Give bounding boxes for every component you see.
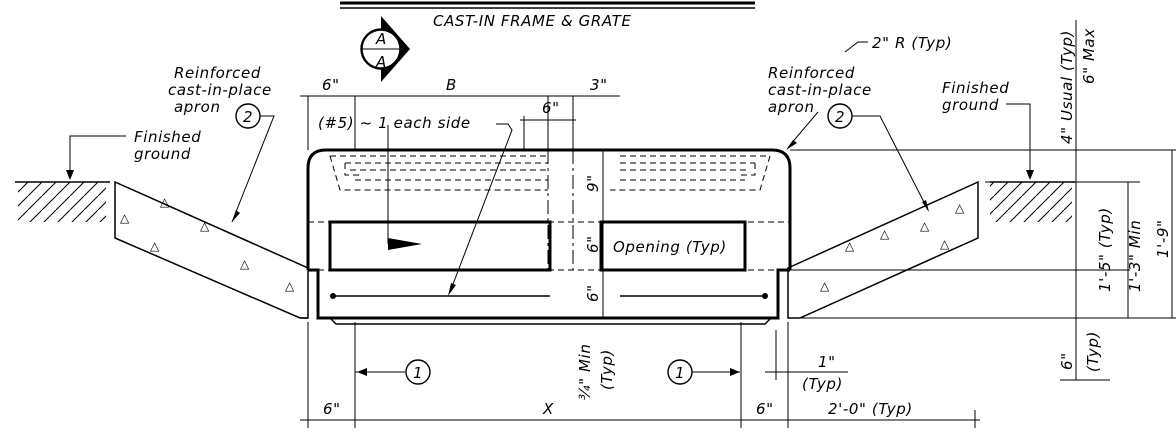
svg-text:△: △	[845, 239, 855, 253]
svg-text:6": 6"	[584, 235, 602, 253]
apron-left: △ △ △ △ △ △	[114, 180, 309, 319]
svg-text:△: △	[240, 257, 250, 271]
svg-text:Finished: Finished	[942, 79, 1009, 97]
ground-left-label: Finished ground	[66, 128, 201, 180]
opening-label: Opening (Typ)	[613, 238, 727, 256]
ground-right-label: Finished ground	[942, 79, 1034, 180]
svg-text:4" Usual (Typ): 4" Usual (Typ)	[1058, 30, 1076, 144]
svg-text:B: B	[446, 76, 457, 94]
svg-text:(Typ): (Typ)	[598, 349, 616, 390]
bottom-dimensions: 6" X 6" 2'-0" (Typ) 1" (Typ)	[300, 322, 980, 428]
svg-text:6": 6"	[322, 76, 340, 94]
ground-hatch-left	[15, 181, 110, 222]
svg-text:X: X	[542, 400, 554, 418]
svg-text:△: △	[150, 239, 160, 253]
radius-label: 2" R (Typ)	[844, 34, 952, 53]
top-dimensions: 6" B 3" 6"	[300, 76, 620, 150]
apron-left-label: Reinforced cast-in-place apron 2	[168, 64, 275, 223]
svg-text:6": 6"	[323, 400, 341, 418]
svg-text:△: △	[285, 279, 295, 293]
svg-text:1'-3" Min: 1'-3" Min	[1126, 220, 1144, 292]
svg-text:△: △	[820, 279, 830, 293]
apron-right-label: Reinforced cast-in-place apron 2	[768, 64, 929, 212]
svg-text:△: △	[940, 237, 950, 251]
bar-label: (#5) ~ 1 each side	[318, 114, 513, 296]
svg-text:1": 1"	[818, 353, 836, 371]
svg-text:△: △	[200, 219, 210, 233]
svg-text:6": 6"	[584, 284, 602, 302]
callout-1-left: 1	[355, 359, 431, 385]
svg-text:(Typ): (Typ)	[802, 375, 843, 393]
ground-hatch-right	[990, 181, 1075, 222]
svg-text:Reinforced: Reinforced	[768, 64, 855, 82]
svg-text:△: △	[880, 227, 890, 241]
svg-text:apron: apron	[768, 98, 815, 116]
section-marker: A A	[360, 16, 410, 82]
middle-dimensions: 9" 6" 6" ¾" Min (Typ)	[576, 149, 616, 400]
svg-text:Reinforced: Reinforced	[174, 64, 261, 82]
svg-text:1'-9": 1'-9"	[1154, 219, 1172, 258]
title-text: CAST-IN FRAME & GRATE	[433, 12, 632, 30]
svg-text:6" Max: 6" Max	[1080, 28, 1098, 84]
svg-text:2'-0" (Typ): 2'-0" (Typ)	[828, 400, 913, 418]
svg-text:6": 6"	[542, 99, 560, 117]
callout-2-left: 2	[243, 108, 253, 126]
svg-text:△: △	[120, 211, 130, 225]
right-dimensions: 4" Usual (Typ) 6" Max 1'-5" (Typ) 1'-3" …	[1058, 20, 1176, 381]
svg-text:△: △	[160, 195, 170, 209]
svg-text:(#5) ~ 1 each side: (#5) ~ 1 each side	[318, 114, 471, 132]
svg-text:¾" Min: ¾" Min	[576, 344, 594, 400]
section-marker-top: A	[375, 30, 387, 48]
svg-text:apron: apron	[174, 98, 221, 116]
section-marker-bottom: A	[375, 53, 387, 71]
svg-text:cast-in-place: cast-in-place	[768, 81, 872, 99]
callout-2-right: 2	[835, 108, 845, 126]
svg-text:ground: ground	[942, 96, 999, 114]
svg-text:1'-5" (Typ): 1'-5" (Typ)	[1096, 207, 1114, 292]
svg-text:△: △	[920, 219, 930, 233]
svg-text:9": 9"	[584, 174, 602, 192]
svg-text:Finished: Finished	[134, 128, 201, 146]
svg-text:cast-in-place: cast-in-place	[168, 81, 272, 99]
callout-1-right: 1	[667, 359, 740, 385]
svg-text:(Typ): (Typ)	[1084, 331, 1102, 372]
svg-text:1: 1	[413, 364, 423, 382]
title-block: CAST-IN FRAME & GRATE	[340, 1, 755, 30]
svg-text:6": 6"	[756, 400, 774, 418]
svg-text:△: △	[955, 201, 965, 215]
svg-text:6": 6"	[1058, 352, 1076, 370]
svg-text:2" R (Typ): 2" R (Typ)	[872, 34, 952, 52]
inlet-body	[306, 125, 792, 325]
svg-text:3": 3"	[590, 76, 608, 94]
svg-text:ground: ground	[134, 145, 191, 163]
svg-text:1: 1	[675, 364, 685, 382]
apron-right: △ △ △ △ △ △	[787, 180, 979, 319]
